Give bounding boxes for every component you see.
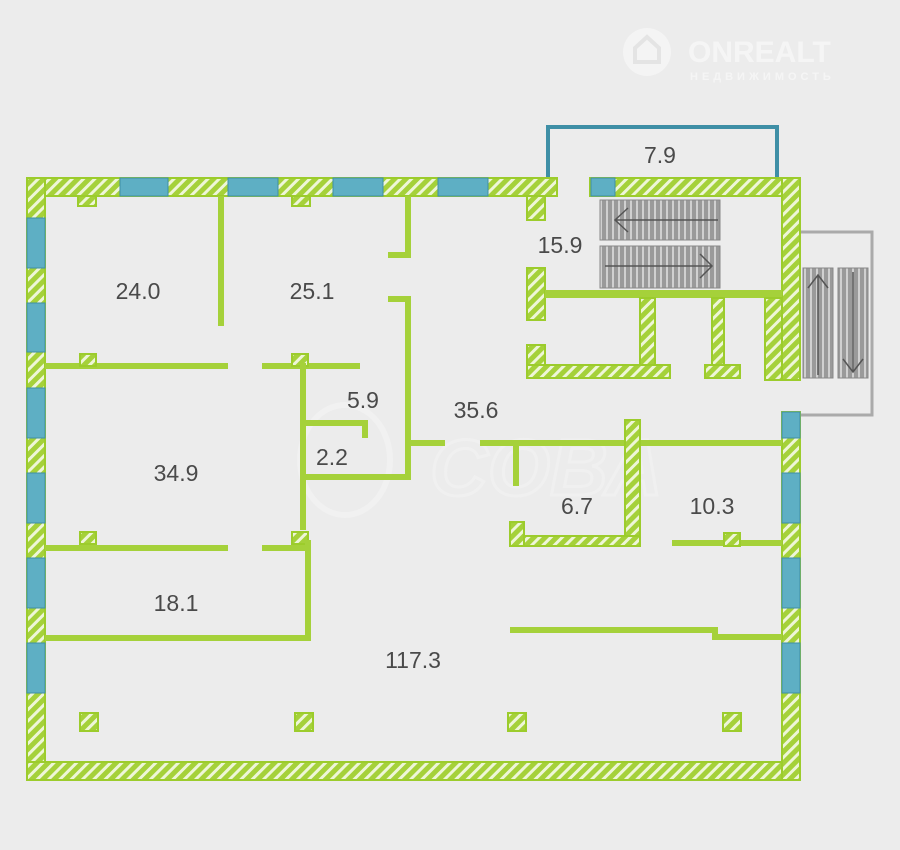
interior-walls <box>45 196 783 641</box>
room-area-label: 7.9 <box>644 142 676 168</box>
room-area-label: 34.9 <box>154 460 199 486</box>
room-area-label: 6.7 <box>561 493 593 519</box>
stair-annex-outline <box>800 230 874 417</box>
annex-outline <box>546 125 779 180</box>
room-area-label: 35.6 <box>454 397 499 423</box>
windows <box>26 177 801 694</box>
room-area-label: 18.1 <box>154 590 199 616</box>
columns <box>79 712 742 732</box>
room-area-label: 2.2 <box>316 444 348 470</box>
room-area-label: 24.0 <box>116 278 161 304</box>
room-labels: 24.0 25.1 7.9 15.9 5.9 35.6 2.2 34.9 6.7… <box>116 142 735 673</box>
room-area-label: 15.9 <box>538 232 583 258</box>
watermark-brand: ONREALT <box>688 36 831 69</box>
room-area-label: 25.1 <box>290 278 335 304</box>
room-area-label: 117.3 <box>385 647 441 673</box>
room-area-label: 10.3 <box>690 493 735 519</box>
room-area-label: 5.9 <box>347 387 379 413</box>
watermark-subtitle: НЕДВИЖИМОСТЬ <box>690 71 835 83</box>
watermark-logo: ONREALT НЕДВИЖИМОСТЬ <box>623 28 835 83</box>
staircase <box>599 199 869 379</box>
